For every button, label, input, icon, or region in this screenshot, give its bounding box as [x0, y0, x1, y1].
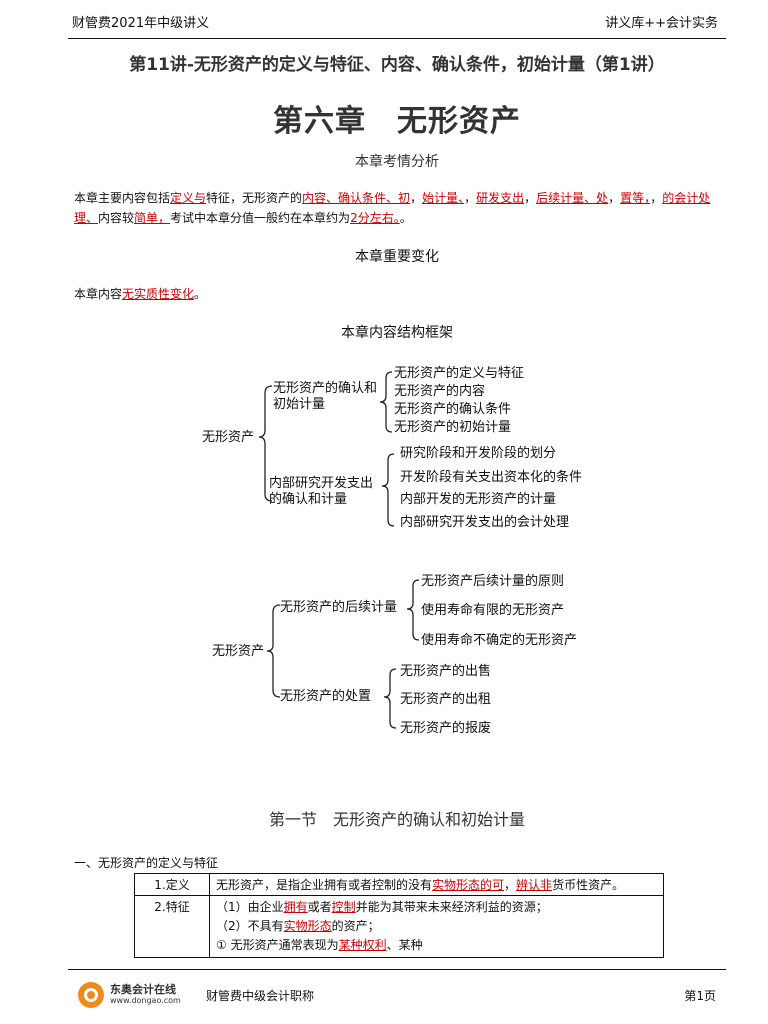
emphasis-text: 后续计量、处	[536, 191, 609, 205]
change-heading: 本章重要变化	[355, 249, 439, 265]
intro-heading: 本章考情分析	[355, 154, 439, 170]
plain-text: 、某种	[386, 938, 423, 952]
section-subheading: 一、无形资产的定义与特征	[74, 856, 219, 870]
mindmap1-branch-1-line-2: 初始计量	[273, 397, 326, 412]
mindmap2-leaf: 无形资产后续计量的原则	[421, 574, 565, 589]
mindmap2-branch-1: 无形资产的后续计量	[280, 600, 398, 615]
header-divider	[68, 38, 726, 39]
emphasis-text: 定义与	[170, 191, 207, 205]
mindmap1-root: 无形资产	[202, 430, 255, 445]
footer-logo	[76, 980, 106, 1014]
plain-text: 货币性资产。	[552, 878, 625, 892]
table-row: 2.特征 （1）由企业拥有或者控制并能为其带来未来经济利益的资源； （2）不具有…	[134, 895, 664, 958]
mindmap1-leaf: 无形资产的内容	[394, 384, 486, 399]
plain-text: ，	[524, 191, 537, 205]
plain-text: ，	[504, 878, 517, 892]
mindmap2-leaf: 无形资产的报废	[400, 721, 492, 736]
plain-text: 内容较	[98, 211, 135, 225]
plain-text: 并能为其带来未来经济利益的资源；	[355, 900, 548, 914]
plain-text: ，	[410, 191, 423, 205]
footer-page-number: 第1页	[684, 989, 716, 1003]
definition-table: 1.定义 无形资产，是指企业拥有或者控制的没有实物形态的可，辨认非货币性资产。 …	[134, 873, 664, 958]
mindmap1-leaf: 开发阶段有关支出资本化的条件	[400, 470, 583, 485]
plain-text: 特征，无形资产的	[206, 191, 303, 205]
dongao-logo-icon	[78, 982, 104, 1008]
mindmap1-leaf: 内部研究开发支出的会计处理	[400, 515, 570, 530]
mindmap1-leaf: 研究阶段和开发阶段的划分	[400, 446, 557, 461]
plain-text: （1）由企业	[216, 900, 284, 914]
mindmap1-leaf: 无形资产的定义与特征	[394, 366, 525, 381]
mindmap1-branch-2-line-2: 的确认和计量	[269, 492, 348, 507]
emphasis-text: 实物形态	[283, 919, 332, 933]
framework-heading: 本章内容结构框架	[341, 325, 453, 341]
footer-divider	[68, 969, 726, 970]
emphasis-text: 始计量、	[422, 191, 465, 205]
plain-text: 或者	[307, 900, 332, 914]
emphasis-text: 内容、确认条件、初	[302, 191, 411, 205]
mindmap2-root: 无形资产	[212, 644, 265, 659]
mindmap1-branch-2-line-1: 内部研究开发支出	[269, 476, 374, 491]
emphasis-text: 无实质性变化	[122, 287, 195, 301]
footer-site: www.dongao.com	[110, 996, 181, 1005]
emphasis-text: 研发支出	[476, 191, 525, 205]
footer-middle: 财管费中级会计职称	[206, 989, 315, 1003]
mindmap1-branch-1-line-1: 无形资产的确认和	[273, 381, 378, 396]
table-cell-key: 2.特征	[134, 895, 210, 958]
chapter-name: 第六章 无形资产	[273, 104, 521, 139]
plain-text: 本章主要内容包括	[74, 191, 171, 205]
table-cell-value: （1）由企业拥有或者控制并能为其带来未来经济利益的资源； （2）不具有实物形态的…	[209, 895, 664, 958]
section-title: 第一节 无形资产的确认和初始计量	[268, 810, 525, 829]
header-left: 财管费2021年中级讲义	[72, 16, 210, 31]
emphasis-text: 控制	[331, 900, 356, 914]
table-line: （2）不具有实物形态的资产；	[216, 917, 657, 936]
emphasis-text: 拥有	[283, 900, 308, 914]
table-line: 无形资产，是指企业拥有或者控制的没有实物形态的可，辨认非货币性资产。	[216, 876, 657, 893]
footer-brand: 东奥会计在线	[110, 983, 176, 996]
plain-text: 考试中本章分值一般约在本章约为	[170, 211, 351, 225]
table-line: ① 无形资产通常表现为某种权利、某种	[216, 936, 657, 955]
mindmap2-leaf: 使用寿命有限的无形资产	[421, 603, 565, 618]
mindmap1-leaf: 内部开发的无形资产的计量	[400, 492, 557, 507]
plain-text: ，	[650, 191, 663, 205]
plain-text: 。	[194, 287, 207, 301]
plain-text: 。	[399, 211, 412, 225]
table-cell-key: 1.定义	[134, 873, 210, 896]
change-paragraph: 本章内容无实质性变化。	[74, 284, 718, 304]
emphasis-text: 右。	[381, 211, 400, 225]
mindmap2-leaf: 使用寿命不确定的无形资产	[421, 633, 578, 648]
mindmap2-leaf: 无形资产的出租	[400, 692, 492, 707]
lecture-title: 第11讲-无形资产的定义与特征、内容、确认条件，初始计量（第1讲）	[129, 55, 665, 75]
table-cell-value: 无形资产，是指企业拥有或者控制的没有实物形态的可，辨认非货币性资产。	[209, 873, 664, 896]
plain-text: ① 无形资产通常表现为	[216, 938, 339, 952]
emphasis-text: 2分左	[350, 211, 382, 225]
plain-text: （2）不具有	[216, 919, 284, 933]
intro-paragraph: 本章主要内容包括定义与特征，无形资产的内容、确认条件、初，始计量、，研发支出，后…	[74, 188, 718, 228]
emphasis-text: 简单，	[134, 211, 171, 225]
emphasis-text: 辨认非	[516, 878, 553, 892]
emphasis-text: 实物形态的可	[432, 878, 505, 892]
mindmap1-leaf: 无形资产的初始计量	[394, 420, 512, 435]
plain-text: 的资产；	[331, 919, 380, 933]
plain-text: 本章内容	[74, 287, 123, 301]
mindmap1-leaf: 无形资产的确认条件	[394, 402, 512, 417]
emphasis-text: 的会计处理、	[74, 191, 711, 225]
emphasis-text: 某种权利	[338, 938, 387, 952]
plain-text: ，	[608, 191, 621, 205]
table-row: 1.定义 无形资产，是指企业拥有或者控制的没有实物形态的可，辨认非货币性资产。	[134, 873, 664, 896]
header-right: 讲义库++会计实务	[605, 16, 718, 31]
plain-text: ，	[464, 191, 477, 205]
mindmap2-leaf: 无形资产的出售	[400, 664, 492, 679]
mindmap2-branch-2: 无形资产的处置	[280, 689, 372, 704]
table-line: （1）由企业拥有或者控制并能为其带来未来经济利益的资源；	[216, 898, 657, 917]
plain-text: 无形资产，是指企业拥有或者控制的没有	[216, 878, 433, 892]
emphasis-text: 置等，	[620, 191, 651, 205]
